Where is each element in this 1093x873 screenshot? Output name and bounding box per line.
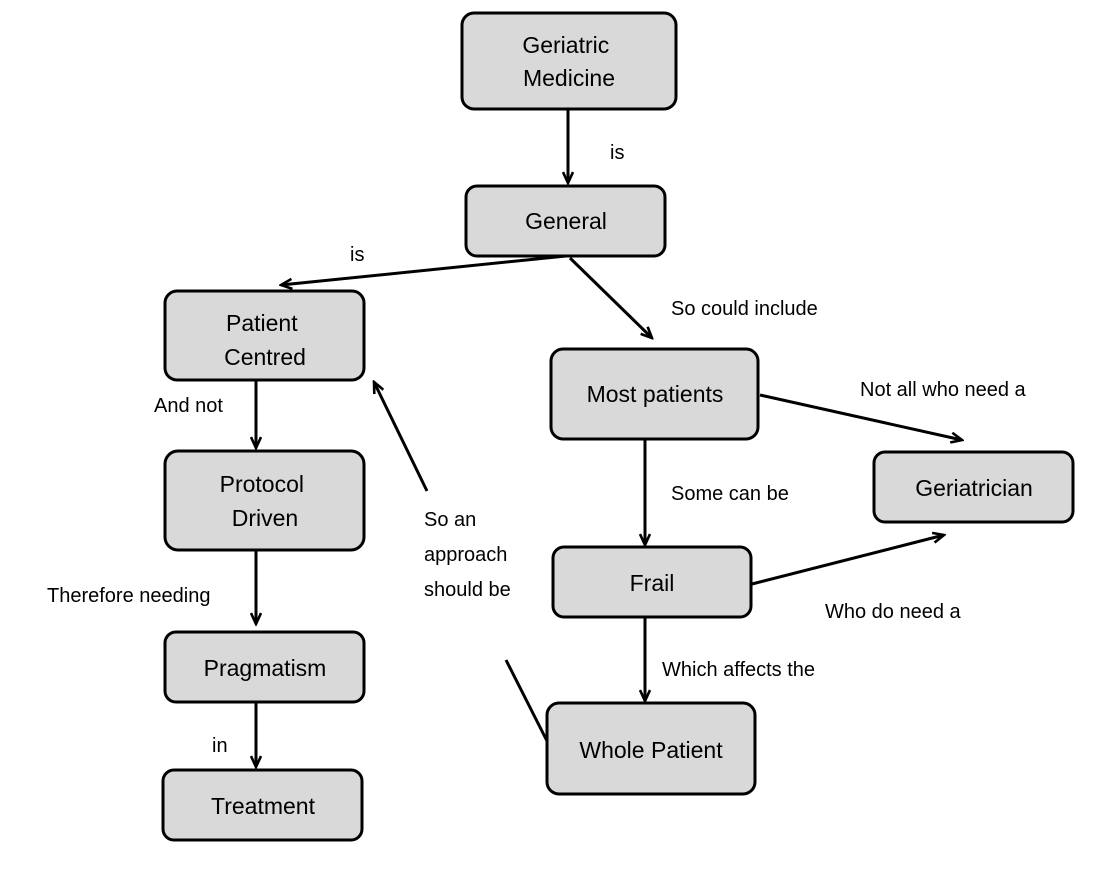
node-label: Patient Centred — [224, 310, 306, 370]
edge-general-to-patient-centred: is — [281, 244, 567, 285]
node-pragmatism: Pragmatism — [163, 630, 366, 704]
node-label-line: Frail — [630, 570, 675, 596]
edge-label-in: in — [212, 735, 228, 757]
node-box — [161, 768, 364, 842]
arrow-line — [759, 393, 962, 440]
node-label-line: Treatment — [211, 793, 316, 819]
node-general: General — [464, 184, 667, 258]
edge-label-is-2: is — [350, 244, 364, 266]
edge-protocol-driven-to-pragmatism: Therefore needing — [47, 551, 256, 624]
node-protocol-driven: Protocol Driven — [163, 449, 366, 552]
node-label-line: Whole Patient — [579, 737, 723, 763]
edge-most-patients-to-frail: Some can be — [645, 440, 789, 545]
node-box — [163, 630, 366, 704]
edge-label-line: in — [212, 735, 228, 757]
edge-label-line: Not all who need a — [860, 379, 1027, 401]
node-label-line: Protocol — [220, 471, 304, 497]
edge-label-therefore-needing: Therefore needing — [47, 585, 210, 607]
node-box — [872, 450, 1075, 524]
edge-label-line: So could include — [671, 298, 818, 320]
edge-label-not-all-who-need-a: Not all who need a — [860, 379, 1027, 401]
node-label: Frail — [630, 570, 675, 596]
node-treatment: Treatment — [161, 768, 364, 842]
node-label-line: Geriatrician — [915, 475, 1033, 501]
edge-whole-patient-to-patient-centred: So an approach should be — [374, 382, 549, 742]
node-box — [460, 11, 678, 111]
node-label-line: Patient — [226, 310, 298, 336]
edge-label-line: is — [350, 244, 364, 266]
node-label-line: Centred — [224, 344, 306, 370]
arrow-line — [374, 382, 429, 492]
edge-most-patients-to-geriatrician: Not all who need a — [759, 379, 1027, 440]
edge-label-so-could-include: So could include — [671, 298, 818, 320]
node-label-line: Most patients — [587, 381, 724, 407]
node-box — [545, 701, 757, 796]
edge-label-line: And not — [154, 395, 223, 417]
node-label-line: Geriatric — [522, 32, 609, 58]
node-geriatric-medicine: Geriatric Medicine — [460, 11, 678, 111]
node-label-line: Driven — [232, 505, 298, 531]
edge-geriatric-medicine-to-general: is — [568, 110, 624, 183]
edge-pragmatism-to-treatment: in — [212, 703, 256, 767]
node-label-line: General — [525, 208, 607, 234]
edge-label-line: is — [610, 142, 624, 164]
node-label-line: Pragmatism — [204, 655, 327, 681]
edge-label-line: So an — [424, 509, 476, 531]
edge-label-line: Therefore needing — [47, 585, 210, 607]
arrow-line — [751, 535, 944, 586]
arrow-line — [281, 254, 567, 285]
node-box — [163, 289, 366, 382]
node-box — [549, 347, 760, 441]
edge-label-so-an-approach-should-be: So an approach should be — [424, 509, 513, 601]
edge-label-some-can-be: Some can be — [671, 483, 789, 505]
node-frail: Frail — [551, 545, 753, 619]
edge-label-and-not: And not — [154, 395, 223, 417]
edge-label-line: Who do need a — [825, 601, 962, 623]
edge-patient-centred-to-protocol-driven: And not — [154, 381, 256, 448]
node-label: General — [525, 208, 607, 234]
node-whole-patient: Whole Patient — [545, 701, 757, 796]
node-label: Treatment — [211, 793, 316, 819]
node-label: Protocol Driven — [220, 471, 311, 531]
node-label: Geriatrician — [915, 475, 1033, 501]
node-box — [551, 545, 753, 619]
edge-frail-to-geriatrician: Who do need a — [751, 535, 962, 623]
node-box — [163, 449, 366, 552]
node-label-line: Medicine — [523, 65, 615, 91]
edge-frail-to-whole-patient: Which affects the — [645, 617, 815, 701]
node-label: Whole Patient — [579, 737, 723, 763]
node-box — [464, 184, 667, 258]
node-most-patients: Most patients — [549, 347, 760, 441]
node-label: Geriatric Medicine — [522, 32, 615, 91]
node-label: Most patients — [587, 381, 724, 407]
node-label: Pragmatism — [204, 655, 327, 681]
edge-label-is-1: is — [610, 142, 624, 164]
node-patient-centred: Patient Centred — [163, 289, 366, 382]
arrow-tail-line — [504, 659, 549, 742]
node-geriatrician: Geriatrician — [872, 450, 1075, 524]
edge-label-line: Which affects the — [662, 659, 815, 681]
edge-label-who-do-need-a: Who do need a — [825, 601, 962, 623]
edge-label-which-affects-the: Which affects the — [662, 659, 815, 681]
arrow-line — [568, 256, 652, 338]
edge-general-to-most-patients: So could include — [568, 256, 818, 338]
edge-label-line: approach — [424, 544, 507, 566]
edge-label-line: should be — [424, 579, 511, 601]
edge-label-line: Some can be — [671, 483, 789, 505]
